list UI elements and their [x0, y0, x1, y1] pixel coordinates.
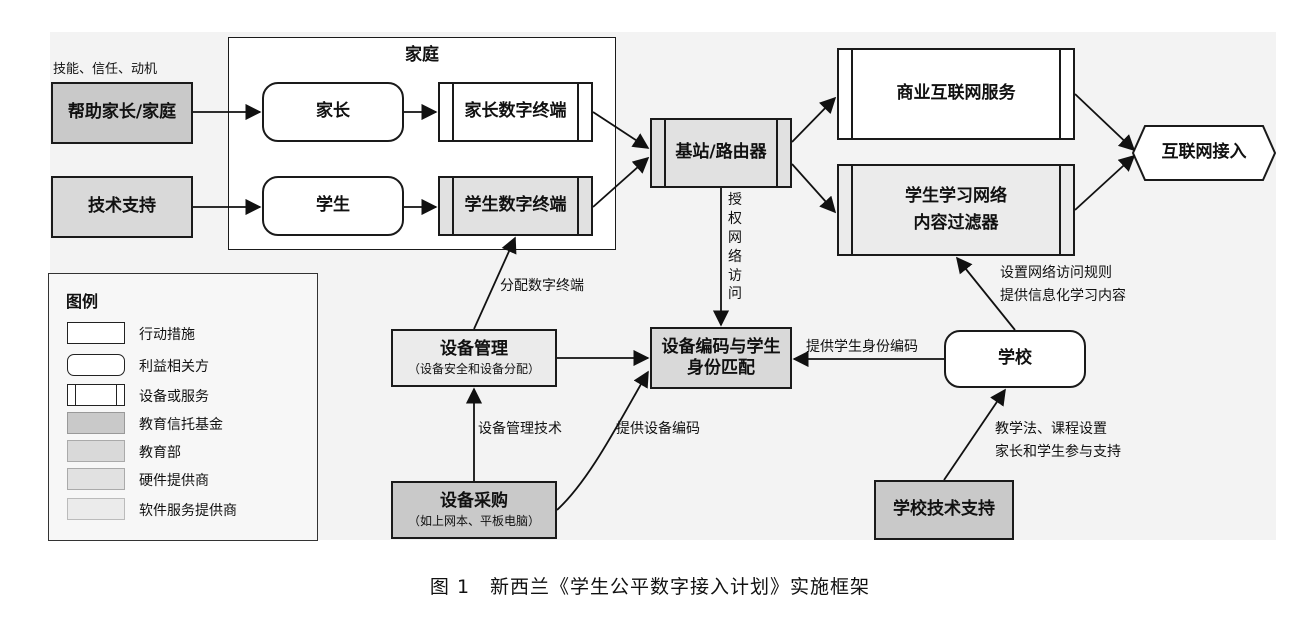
- legend-swatch-trust: [67, 412, 125, 434]
- legend-label-trust: 教育信托基金: [139, 417, 223, 433]
- arrow-student-terminal-to-base: [592, 156, 650, 208]
- device-matching-label-2: 身份匹配: [687, 358, 755, 378]
- edge-label-pedagogy-2: 家长和学生参与支持: [995, 444, 1121, 460]
- internet-access-label: 互联网接入: [1161, 142, 1247, 162]
- edge-label-authorize-access: 授 权 网 络 访 问: [727, 191, 743, 304]
- school-stakeholder: 学校: [944, 330, 1086, 388]
- authorize-char-1: 授: [728, 192, 742, 208]
- arrow-school-tech-to-school: [943, 388, 1006, 481]
- parent-stakeholder: 家长: [262, 82, 404, 142]
- school-tech-support-box: 学校技术支持: [874, 480, 1014, 540]
- legend-item-ministry: 教育部: [67, 440, 307, 462]
- content-filter-label-2: 内容过滤器: [913, 213, 999, 233]
- device-procurement-sub: （如上网本、平板电脑）: [407, 514, 540, 529]
- arrow-procurement-to-matching: [556, 370, 649, 511]
- legend-item-trust: 教育信托基金: [67, 412, 307, 434]
- tech-support-box: 技术支持: [51, 176, 193, 238]
- legend-swatch-software: [67, 498, 125, 520]
- authorize-char-6: 问: [728, 286, 742, 303]
- school-label: 学校: [998, 348, 1032, 369]
- arrow-filter-to-internet: [1074, 154, 1136, 211]
- edge-label-student-id: 提供学生身份编码: [806, 339, 918, 355]
- device-management-box: 设备管理 （设备安全和设备分配）: [391, 329, 557, 387]
- legend-item-stakeholder: 利益相关方: [67, 354, 307, 376]
- internet-access-shape: [1131, 125, 1277, 181]
- legend-swatch-ministry: [67, 440, 125, 462]
- arrow-base-to-filter: [791, 163, 837, 214]
- legend-label-ministry: 教育部: [139, 445, 181, 461]
- arrow-commercial-to-internet: [1074, 93, 1136, 152]
- edge-label-device-code: 提供设备编码: [616, 421, 700, 437]
- edge-label-skills: 技能、信任、动机: [53, 62, 158, 77]
- commercial-service-label: 商业互联网服务: [896, 83, 1016, 104]
- arrow-base-to-commercial: [791, 96, 837, 143]
- legend: 图例 行动措施 利益相关方 设备或服务 教育信托基金 教育部 硬件提供商 软件服…: [48, 273, 318, 541]
- student-stakeholder: 学生: [262, 176, 404, 236]
- school-tech-support-label: 学校技术支持: [893, 499, 995, 520]
- student-terminal-device: 学生数字终端: [438, 176, 593, 236]
- legend-label-software: 软件服务提供商: [139, 503, 237, 519]
- help-family-box: 帮助家长/家庭: [51, 82, 193, 144]
- device-matching-box: 设备编码与学生 身份匹配: [650, 327, 792, 389]
- edge-label-device-mgmt-tech: 设备管理技术: [478, 421, 562, 437]
- base-station-label: 基站/路由器: [675, 142, 767, 163]
- device-procurement-label: 设备采购: [440, 490, 508, 511]
- legend-item-action: 行动措施: [67, 322, 307, 344]
- legend-swatch-stakeholder: [67, 354, 125, 376]
- device-management-label: 设备管理: [440, 338, 508, 359]
- arrow-school-to-filter: [955, 256, 1016, 331]
- legend-item-hardware: 硬件提供商: [67, 468, 307, 490]
- authorize-char-2: 权: [728, 210, 742, 227]
- legend-label-device: 设备或服务: [139, 389, 209, 405]
- legend-swatch-action: [67, 322, 125, 344]
- legend-swatch-hardware: [67, 468, 125, 490]
- legend-item-device: 设备或服务: [67, 384, 307, 406]
- figure-caption: 图 1 新西兰《学生公平数字接入计划》实施框架: [429, 576, 871, 598]
- parent-terminal-device: 家长数字终端: [438, 82, 593, 142]
- device-matching-label-1: 设备编码与学生: [661, 336, 781, 357]
- legend-item-software: 软件服务提供商: [67, 498, 307, 520]
- student-label: 学生: [316, 195, 350, 216]
- tech-support-label: 技术支持: [88, 196, 156, 217]
- legend-title: 图例: [66, 292, 99, 311]
- edge-label-assign-terminal: 分配数字终端: [500, 278, 584, 294]
- legend-swatch-device: [67, 384, 125, 406]
- legend-label-hardware: 硬件提供商: [139, 473, 209, 489]
- parent-terminal-label: 家长数字终端: [464, 101, 567, 122]
- arrow-parent-terminal-to-base: [592, 111, 650, 149]
- content-filter-label-1: 学生学习网络: [905, 185, 1007, 206]
- authorize-char-4: 络: [728, 248, 742, 265]
- device-procurement-box: 设备采购 （如上网本、平板电脑）: [391, 481, 557, 539]
- parent-label: 家长: [316, 101, 350, 122]
- authorize-char-3: 网: [728, 229, 742, 246]
- arrow-device-mgmt-to-terminal: [473, 236, 517, 330]
- legend-label-action: 行动措施: [139, 327, 195, 343]
- edge-label-access-rules: 设置网络访问规则: [1000, 265, 1112, 281]
- edge-label-learning-content: 提供信息化学习内容: [1000, 288, 1126, 304]
- authorize-char-5: 访: [728, 267, 742, 284]
- help-family-label: 帮助家长/家庭: [67, 102, 177, 123]
- commercial-service-device: 商业互联网服务: [837, 48, 1075, 140]
- edge-label-pedagogy-1: 教学法、课程设置: [995, 421, 1107, 437]
- student-terminal-label: 学生数字终端: [464, 195, 567, 216]
- base-station-device: 基站/路由器: [650, 118, 792, 188]
- legend-label-stakeholder: 利益相关方: [139, 359, 209, 375]
- content-filter-device: 学生学习网络 内容过滤器: [837, 164, 1075, 256]
- family-group-title: 家庭: [405, 45, 439, 65]
- device-management-sub: （设备安全和设备分配）: [407, 362, 540, 377]
